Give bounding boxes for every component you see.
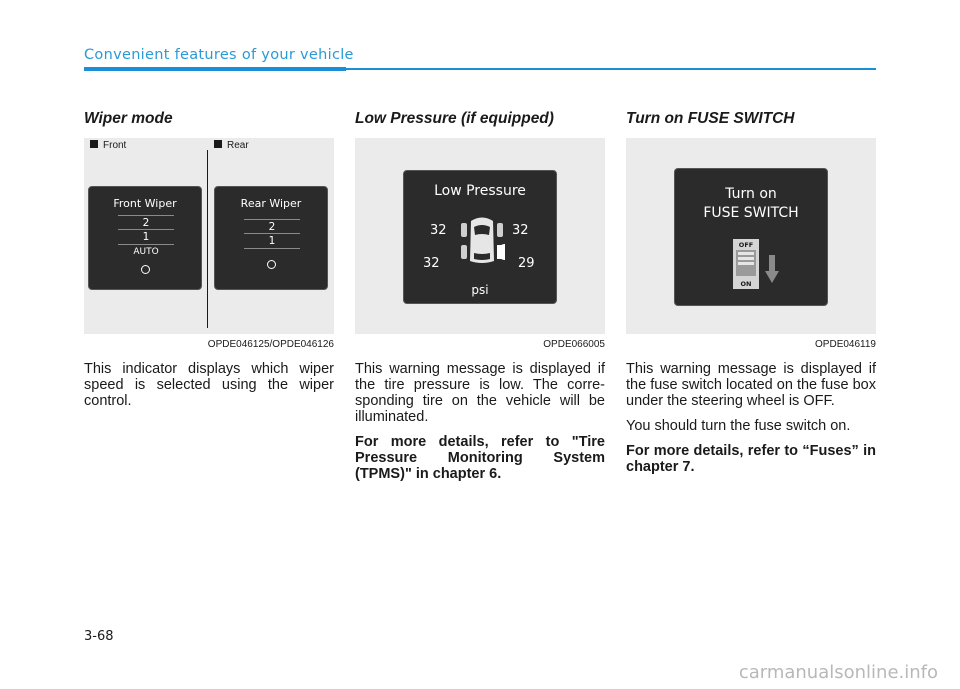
low-pressure-panel: Low Pressure 32 32 32 29 psi	[403, 170, 557, 304]
refer-suffix: " in chapter 6.	[404, 466, 502, 482]
section-header-title: Convenient features of your vehicle	[84, 47, 354, 63]
low-pressure-figure: Low Pressure 32 32 32 29 psi	[355, 138, 605, 334]
arrow-down-icon	[765, 271, 779, 283]
header-rule	[346, 68, 876, 70]
legend-rear-label: Rear	[227, 140, 249, 151]
rear-wiper-scale: 2 1	[244, 219, 300, 249]
wiper-mode-body: This indicator displays which wiper spee…	[84, 361, 334, 409]
fuse-switch-section: Turn on FUSE SWITCH Turn on FUSE SWITCH …	[626, 110, 876, 484]
wiper-mode-section: Wiper mode Front Rear Front Wiper 2 1 AU…	[84, 110, 334, 418]
tire-pressure-rear-right: 29	[518, 256, 535, 271]
rear-wiper-title: Rear Wiper	[240, 197, 302, 210]
front-wiper-level: 2	[118, 215, 174, 230]
fuse-switch-panel-title: Turn on FUSE SWITCH	[675, 185, 827, 223]
figure-code: OPDE046119	[815, 339, 876, 350]
front-wiper-panel: Front Wiper 2 1 AUTO	[88, 186, 202, 290]
tire-pressure-rear-left: 32	[423, 256, 440, 271]
legend-front-label: Front	[103, 140, 127, 151]
legend-rear: Rear	[214, 140, 249, 151]
watermark: carmanualsonline.info	[738, 662, 938, 683]
fuse-switch-figure: Turn on FUSE SWITCH OFF ON	[626, 138, 876, 334]
fuse-switch-icon: OFF ON	[733, 239, 779, 289]
front-wiper-level-auto: AUTO	[133, 247, 159, 257]
tire-pressure-front-left: 32	[430, 223, 447, 238]
low-pressure-title: Low Pressure (if equipped)	[355, 110, 554, 127]
fuse-switch-line1: Turn on	[725, 186, 777, 202]
figure-divider	[207, 150, 208, 328]
legend-front: Front	[90, 140, 126, 151]
switch-on-label: ON	[741, 280, 752, 288]
rear-wiper-level: 1	[244, 234, 300, 249]
refer-prefix: For more details, refer to "	[355, 434, 579, 450]
fuse-switch-refer: For more details, refer to “Fuses” in ch…	[626, 443, 876, 475]
front-wiper-scale: 2 1 AUTO	[118, 215, 174, 260]
figure-code: OPDE066005	[543, 339, 605, 350]
wiper-mode-text: This indicator displays which wiper spee…	[84, 361, 334, 409]
circle-icon	[267, 260, 276, 269]
fuse-switch-text1: This warning message is displayed if the…	[626, 361, 876, 409]
low-pressure-body: This warning message is displayed if the…	[355, 361, 605, 482]
low-pressure-refer: For more details, refer to "Tire Pressur…	[355, 434, 605, 482]
low-pressure-text: This warning message is displayed if the…	[355, 361, 605, 425]
low-pressure-panel-title: Low Pressure	[434, 183, 526, 199]
car-top-view-icon	[461, 217, 505, 263]
refer-tpms-link: Tire Pressure Monitoring System (TPMS)	[355, 434, 605, 482]
wiper-mode-title: Wiper mode	[84, 110, 173, 127]
page-number: 3-68	[84, 629, 114, 644]
tire-pressure-unit: psi	[471, 283, 489, 297]
fuse-switch-line2: FUSE SWITCH	[703, 205, 799, 221]
header-accent-bar	[84, 67, 346, 71]
fuse-switch-title: Turn on FUSE SWITCH	[626, 110, 795, 127]
front-wiper-level: 1	[118, 230, 174, 245]
rear-wiper-panel: Rear Wiper 2 1	[214, 186, 328, 290]
switch-off-label: OFF	[739, 241, 753, 249]
tire-pressure-front-right: 32	[512, 223, 529, 238]
wiper-mode-figure: Front Rear Front Wiper 2 1 AUTO Rear Wip…	[84, 138, 334, 334]
fuse-switch-text2: You should turn the fuse switch on.	[626, 418, 851, 434]
figure-code: OPDE046125/OPDE046126	[207, 339, 334, 350]
front-wiper-title: Front Wiper	[113, 197, 177, 210]
fuse-switch-panel: Turn on FUSE SWITCH OFF ON	[674, 168, 828, 306]
fuse-switch-body: This warning message is displayed if the…	[626, 361, 876, 475]
legend-square-icon	[214, 140, 222, 148]
low-pressure-section: Low Pressure (if equipped) Low Pressure …	[355, 110, 605, 491]
legend-square-icon	[90, 140, 98, 148]
rear-wiper-level: 2	[244, 219, 300, 234]
circle-icon	[141, 265, 150, 274]
